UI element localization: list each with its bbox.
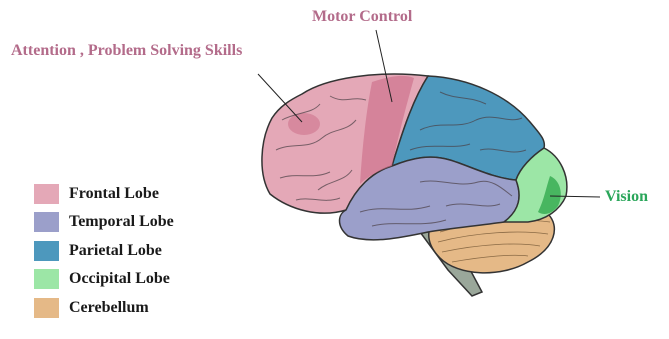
legend-label: Temporal Lobe	[69, 213, 174, 231]
legend-label: Occipital Lobe	[69, 270, 170, 288]
legend-label: Parietal Lobe	[69, 242, 162, 260]
motor-control-label: Motor Control	[312, 8, 412, 26]
legend-label: Cerebellum	[69, 299, 149, 317]
legend-swatch	[34, 241, 59, 261]
legend-item-parietal: Parietal Lobe	[34, 237, 174, 264]
legend-item-cerebellum: Cerebellum	[34, 294, 174, 321]
legend-item-temporal: Temporal Lobe	[34, 209, 174, 236]
legend-item-occipital: Occipital Lobe	[34, 266, 174, 293]
attention-label: Attention , Problem Solving Skills	[11, 42, 242, 60]
legend-swatch	[34, 298, 59, 318]
legend-swatch	[34, 212, 59, 232]
legend: Frontal Lobe Temporal Lobe Parietal Lobe…	[34, 180, 174, 323]
legend-label: Frontal Lobe	[69, 185, 159, 203]
attention-area	[288, 113, 320, 135]
legend-item-frontal: Frontal Lobe	[34, 180, 174, 207]
legend-swatch	[34, 184, 59, 204]
legend-swatch	[34, 269, 59, 289]
vision-label: Vision	[605, 188, 648, 206]
